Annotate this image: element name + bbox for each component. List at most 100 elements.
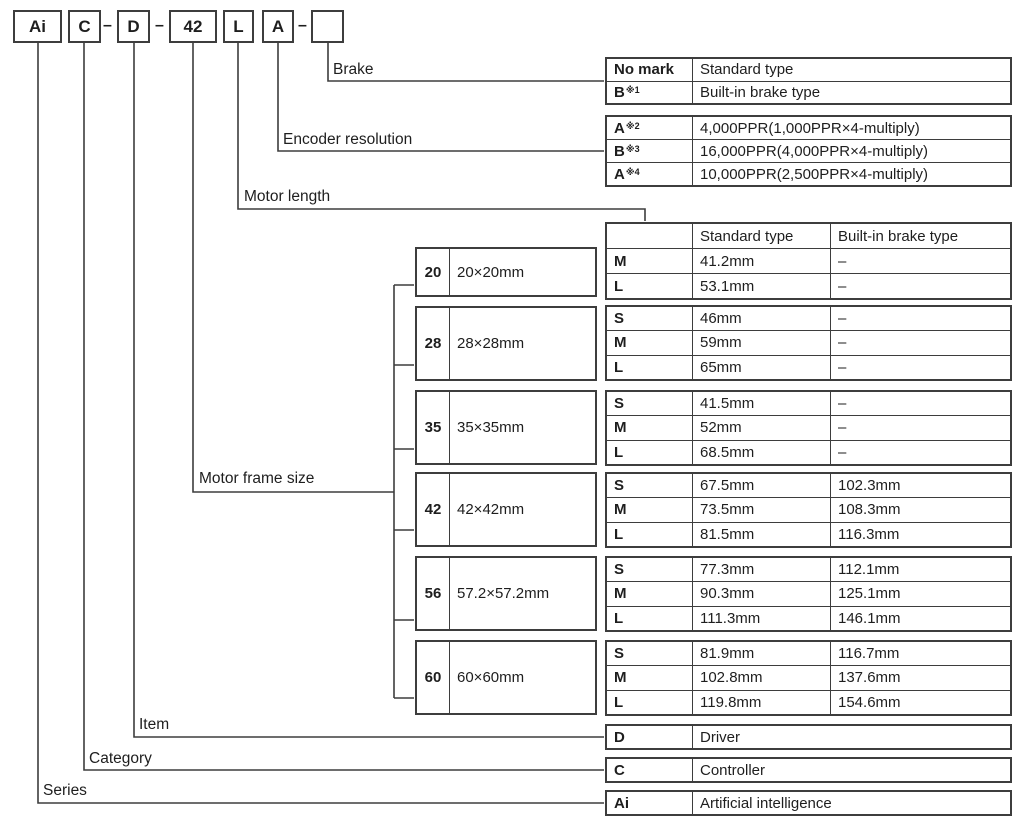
motor-length-table-35: S 41.5mm – M 52mm – L 68.5mm – [605,390,1012,466]
table-row: L 53.1mm – [607,273,1010,298]
encoder-resolution-label: Encoder resolution [283,131,413,148]
frame-size-box-20: 20 20×20mm [415,247,597,297]
series-table: Ai Artificial intelligence [605,790,1012,816]
item-label: Item [139,716,170,733]
encoder-table: A※2 4,000PPR(1,000PPR×4-multiply) B※3 16… [605,115,1012,187]
table-row: B※3 16,000PPR(4,000PPR×4-multiply) [607,139,1010,162]
table-row: No mark Standard type [607,59,1010,81]
table-row: M 52mm – [607,415,1010,440]
category-code: C [614,761,625,779]
length-brake: 116.3mm [830,522,1010,546]
length-brake: – [830,274,1010,298]
length-standard: 81.5mm [692,522,830,546]
footnote-mark: ※1 [625,84,640,95]
code-box-category: C [68,10,101,43]
length-standard: 67.5mm [692,474,830,498]
length-brake: 112.1mm [830,558,1010,582]
series-desc: Artificial intelligence [692,792,1010,814]
table-row: L 111.3mm 146.1mm [607,605,1010,630]
length-standard: 119.8mm [692,690,830,714]
length-standard: 52mm [692,416,830,440]
frame-size-box-28: 28 28×28mm [415,306,597,381]
frame-size-code: 60 [417,642,450,713]
length-code: S [614,310,625,328]
header-standard-type: Standard type [692,224,830,248]
frame-size-dimension: 28×28mm [457,335,525,352]
table-row: L 119.8mm 154.6mm [607,689,1010,714]
frame-size-box-35: 35 35×35mm [415,390,597,465]
footnote-mark: ※2 [625,120,640,131]
table-row: L 65mm – [607,354,1010,379]
frame-size-dimension: 20×20mm [457,263,525,281]
motor-length-table-56: S 77.3mm 112.1mm M 90.3mm 125.1mm L 111.… [605,556,1012,632]
frame-size-dimension: 35×35mm [457,419,525,436]
table-row: S 77.3mm 112.1mm [607,558,1010,582]
item-code: D [614,728,625,746]
frame-size-box-42: 42 42×42mm [415,472,597,547]
footnote-mark: ※4 [625,166,640,177]
table-row: D Driver [607,726,1010,748]
table-row: M 41.2mm – [607,248,1010,273]
motor-frame-size-label: Motor frame size [199,470,315,487]
table-row: S 67.5mm 102.3mm [607,474,1010,498]
length-code: S [614,477,625,495]
category-table: C Controller [605,757,1012,783]
code-box-frame-size: 42 [169,10,217,43]
frame-size-code: 28 [417,308,450,379]
length-standard: 59mm [692,331,830,355]
encoder-code: B※3 [614,142,640,160]
table-header-row: Standard type Built-in brake type [607,224,1010,248]
motor-length-table-60: S 81.9mm 116.7mm M 102.8mm 137.6mm L 119… [605,640,1012,716]
frame-size-dimension: 42×42mm [457,501,525,518]
encoder-code: A※4 [614,165,640,183]
code-box-brake [311,10,344,43]
encoder-desc: 10,000PPR(2,500PPR×4-multiply) [692,163,1010,185]
length-code: M [614,501,627,519]
table-row: M 90.3mm 125.1mm [607,581,1010,606]
length-code: L [614,277,624,295]
encoder-desc: 4,000PPR(1,000PPR×4-multiply) [692,117,1010,139]
length-brake: – [830,331,1010,355]
length-brake: 146.1mm [830,606,1010,630]
length-brake: 108.3mm [830,498,1010,522]
code-box-item: D [117,10,150,43]
length-standard: 53.1mm [692,274,830,298]
table-row: M 73.5mm 108.3mm [607,497,1010,522]
code-separator: – [103,17,112,34]
frame-size-dimension: 57.2×57.2mm [457,585,550,602]
category-label: Category [89,750,152,767]
frame-size-code: 35 [417,392,450,463]
brake-code: B※1 [614,83,640,101]
length-code: M [614,252,627,270]
code-separator: – [155,17,164,34]
length-code: M [614,585,627,603]
length-code: S [614,561,625,579]
length-brake: – [830,355,1010,379]
table-row: M 102.8mm 137.6mm [607,665,1010,690]
motor-length-table-20: Standard type Built-in brake type M 41.2… [605,222,1012,300]
encoder-desc: 16,000PPR(4,000PPR×4-multiply) [692,140,1010,162]
length-code: L [614,693,624,711]
length-brake: – [830,307,1010,331]
length-brake: 154.6mm [830,690,1010,714]
length-brake: 137.6mm [830,666,1010,690]
length-code: M [614,669,627,687]
brake-code: No mark [614,61,675,79]
length-code: M [614,419,627,437]
table-row: C Controller [607,759,1010,781]
motor-length-table-42: S 67.5mm 102.3mm M 73.5mm 108.3mm L 81.5… [605,472,1012,548]
code-box-encoder: A [262,10,294,43]
length-standard: 102.8mm [692,666,830,690]
length-brake: – [830,416,1010,440]
code-separator: – [298,17,307,34]
length-code: L [614,358,624,376]
length-standard: 111.3mm [692,606,830,630]
brake-table: No mark Standard type B※1 Built-in brake… [605,57,1012,105]
frame-size-dimension: 60×60mm [457,669,525,686]
length-brake: 116.7mm [830,642,1010,666]
length-brake: – [830,392,1010,416]
table-row: S 46mm – [607,307,1010,331]
length-standard: 77.3mm [692,558,830,582]
length-standard: 46mm [692,307,830,331]
length-standard: 68.5mm [692,440,830,464]
